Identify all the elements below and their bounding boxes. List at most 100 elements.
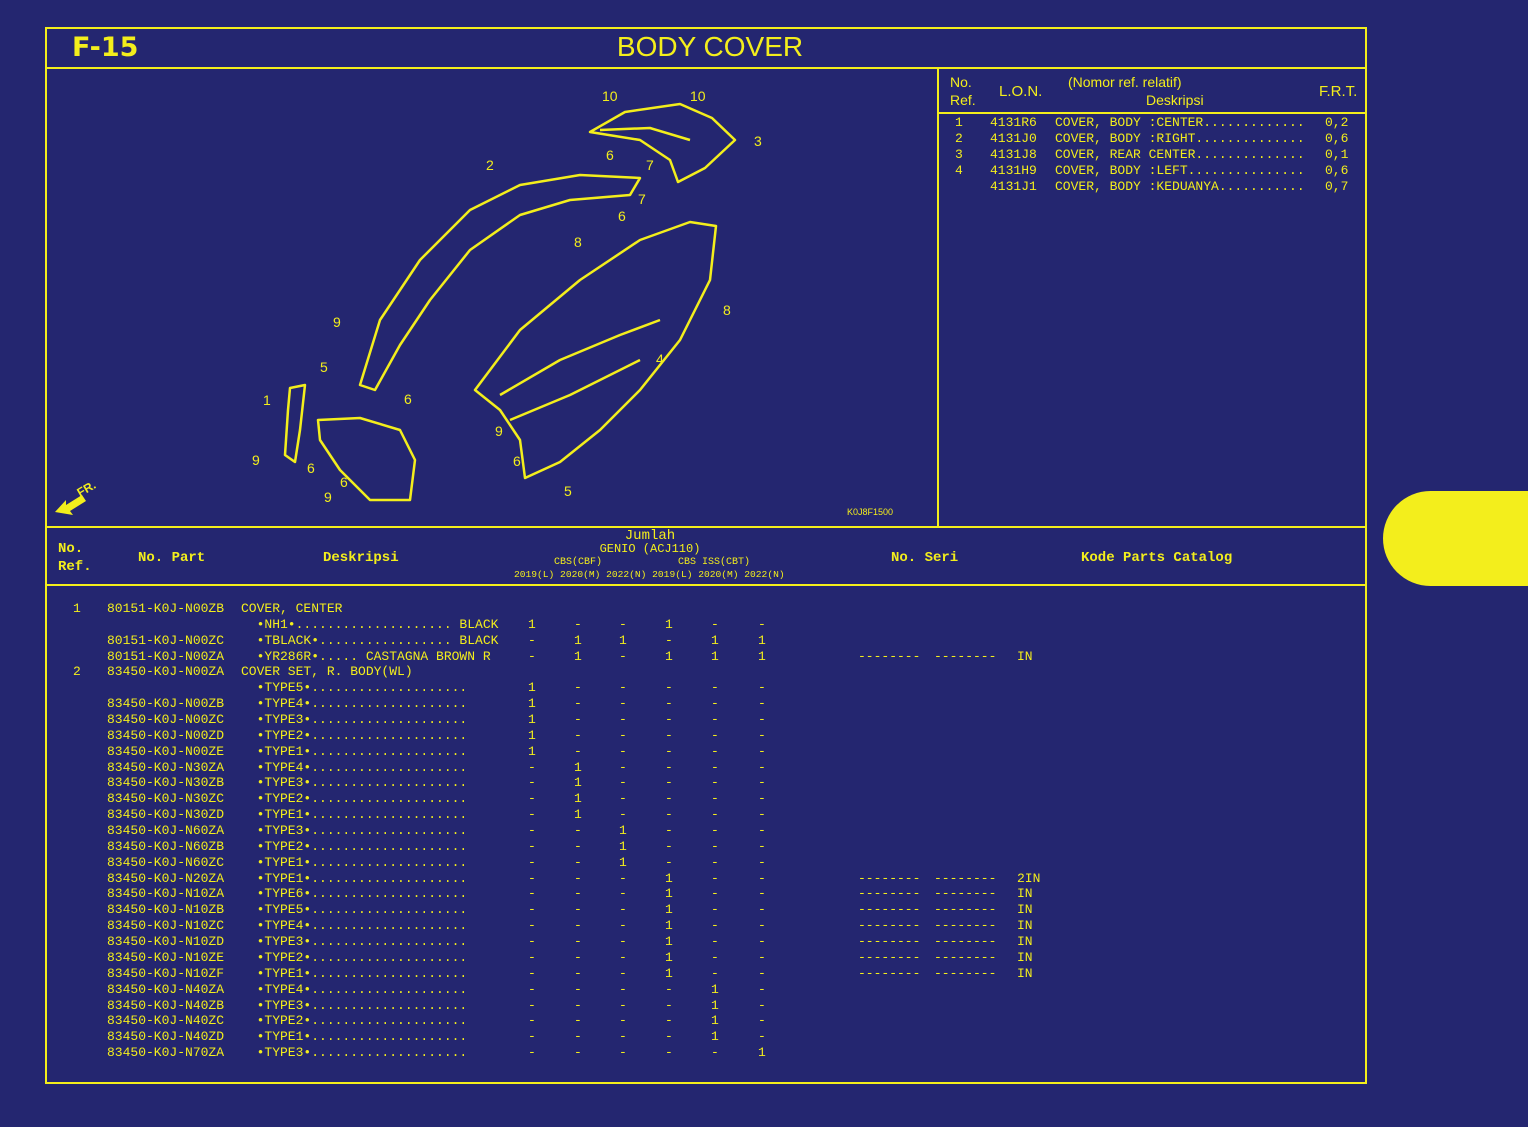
cell-kode: IN	[1017, 648, 1033, 664]
cell-ref: 2	[73, 664, 81, 680]
cell-qty: -	[528, 997, 536, 1013]
cell-qty: -	[711, 696, 719, 712]
cell-s2: --------	[934, 918, 997, 934]
cell-part: 83450-K0J-N40ZD	[107, 1029, 225, 1045]
cell-s1: --------	[858, 934, 921, 950]
cell-desc: •TYPE1•....................	[241, 743, 468, 759]
cell-qty: -	[758, 838, 766, 854]
cell-qty: 1	[665, 902, 673, 918]
ref-cell-desc: COVER, BODY :CENTER.............	[1055, 115, 1305, 130]
cell-qty: 1	[711, 1013, 719, 1029]
cell-qty: -	[758, 1013, 766, 1029]
cell-qty: -	[619, 743, 627, 759]
ref-header-desc: Deskripsi	[1146, 92, 1204, 108]
callout: 9	[324, 489, 332, 505]
cell-qty: 1	[528, 696, 536, 712]
cell-desc: •TYPE2•....................	[241, 727, 468, 743]
cell-s1: --------	[858, 965, 921, 981]
divider	[937, 67, 939, 528]
cell-desc: •TYPE2•....................	[241, 1013, 468, 1029]
cell-part: 83450-K0J-N10ZF	[107, 965, 225, 981]
cell-qty: -	[758, 680, 766, 696]
cell-qty: 1	[574, 632, 582, 648]
part-body-cover-left	[473, 220, 718, 480]
cell-part: 83450-K0J-N40ZB	[107, 997, 225, 1013]
part-rear-center-cover	[588, 102, 737, 184]
cell-qty: -	[619, 648, 627, 664]
cell-qty: -	[574, 696, 582, 712]
cell-s2: --------	[934, 965, 997, 981]
cell-desc: •TYPE5•....................	[241, 680, 468, 696]
cell-qty: -	[619, 997, 627, 1013]
callout: 6	[513, 453, 521, 469]
ref-header-frt: F.R.T.	[1319, 83, 1358, 100]
cell-qty: -	[665, 791, 673, 807]
callout: 9	[252, 452, 260, 468]
cell-qty: -	[528, 918, 536, 934]
cell-qty: -	[619, 775, 627, 791]
cell-desc: •TYPE6•....................	[241, 886, 468, 902]
cell-desc: •TYPE2•....................	[241, 838, 468, 854]
cell-desc: •TYPE4•....................	[241, 981, 468, 997]
cell-qty: 1	[665, 934, 673, 950]
cell-qty: -	[528, 807, 536, 823]
cell-qty: -	[758, 775, 766, 791]
cell-qty: 1	[619, 632, 627, 648]
cell-desc: •YR286R•..... CASTAGNA BROWN R	[241, 648, 491, 664]
cell-part: 83450-K0J-N00ZB	[107, 696, 225, 712]
cell-qty: -	[711, 934, 719, 950]
ref-cell-desc: COVER, BODY :KEDUANYA...........	[1055, 179, 1305, 194]
cell-part: 83450-K0J-N60ZB	[107, 838, 225, 854]
callout: 6	[606, 147, 614, 163]
cell-qty: 1	[528, 680, 536, 696]
callout: 8	[723, 302, 731, 318]
ref-cell-ref: 1	[955, 115, 963, 130]
cell-s2: --------	[934, 949, 997, 965]
cell-qty: -	[619, 981, 627, 997]
cell-qty: 1	[665, 965, 673, 981]
cell-qty: -	[711, 886, 719, 902]
col-header-jumlah: Jumlah	[624, 528, 676, 544]
cell-desc: •TYPE4•....................	[241, 696, 468, 712]
cell-qty: -	[574, 1013, 582, 1029]
cell-desc: •TBLACK•................. BLACK	[241, 632, 499, 648]
col-header-deskripsi: Deskripsi	[323, 550, 399, 566]
side-tab[interactable]	[1383, 491, 1528, 586]
cell-s2: --------	[934, 870, 997, 886]
cell-part: 83450-K0J-N10ZA	[107, 886, 225, 902]
cell-qty: -	[758, 727, 766, 743]
cell-desc: •TYPE3•....................	[241, 997, 468, 1013]
cell-qty: -	[619, 949, 627, 965]
cell-qty: -	[574, 870, 582, 886]
cell-qty: -	[528, 1045, 536, 1061]
cell-desc: •TYPE2•....................	[241, 949, 468, 965]
cell-qty: -	[619, 696, 627, 712]
callout: 6	[307, 460, 315, 476]
cell-qty: -	[574, 854, 582, 870]
page-title: BODY COVER	[616, 31, 804, 62]
cell-qty: -	[574, 616, 582, 632]
cell-qty: -	[619, 712, 627, 728]
cell-qty: -	[665, 696, 673, 712]
callout: 6	[404, 391, 412, 407]
cell-desc: •TYPE1•....................	[241, 854, 468, 870]
front-arrow-icon	[55, 495, 86, 515]
cell-qty: -	[665, 727, 673, 743]
cell-qty: -	[758, 854, 766, 870]
cell-qty: -	[758, 823, 766, 839]
cell-qty: -	[711, 791, 719, 807]
cell-qty: -	[758, 696, 766, 712]
cell-qty: -	[758, 616, 766, 632]
cell-kode: IN	[1017, 934, 1033, 950]
cell-qty: 1	[574, 791, 582, 807]
col-header-model: GENIO (ACJ110)	[599, 542, 701, 556]
cell-qty: -	[574, 965, 582, 981]
cell-qty: -	[574, 680, 582, 696]
cell-qty: -	[665, 823, 673, 839]
cell-qty: -	[619, 1029, 627, 1045]
cell-qty: -	[619, 807, 627, 823]
cell-part: 83450-K0J-N10ZC	[107, 918, 225, 934]
cell-qty: -	[528, 965, 536, 981]
cell-desc: •TYPE3•....................	[241, 823, 468, 839]
cell-qty: 1	[711, 632, 719, 648]
